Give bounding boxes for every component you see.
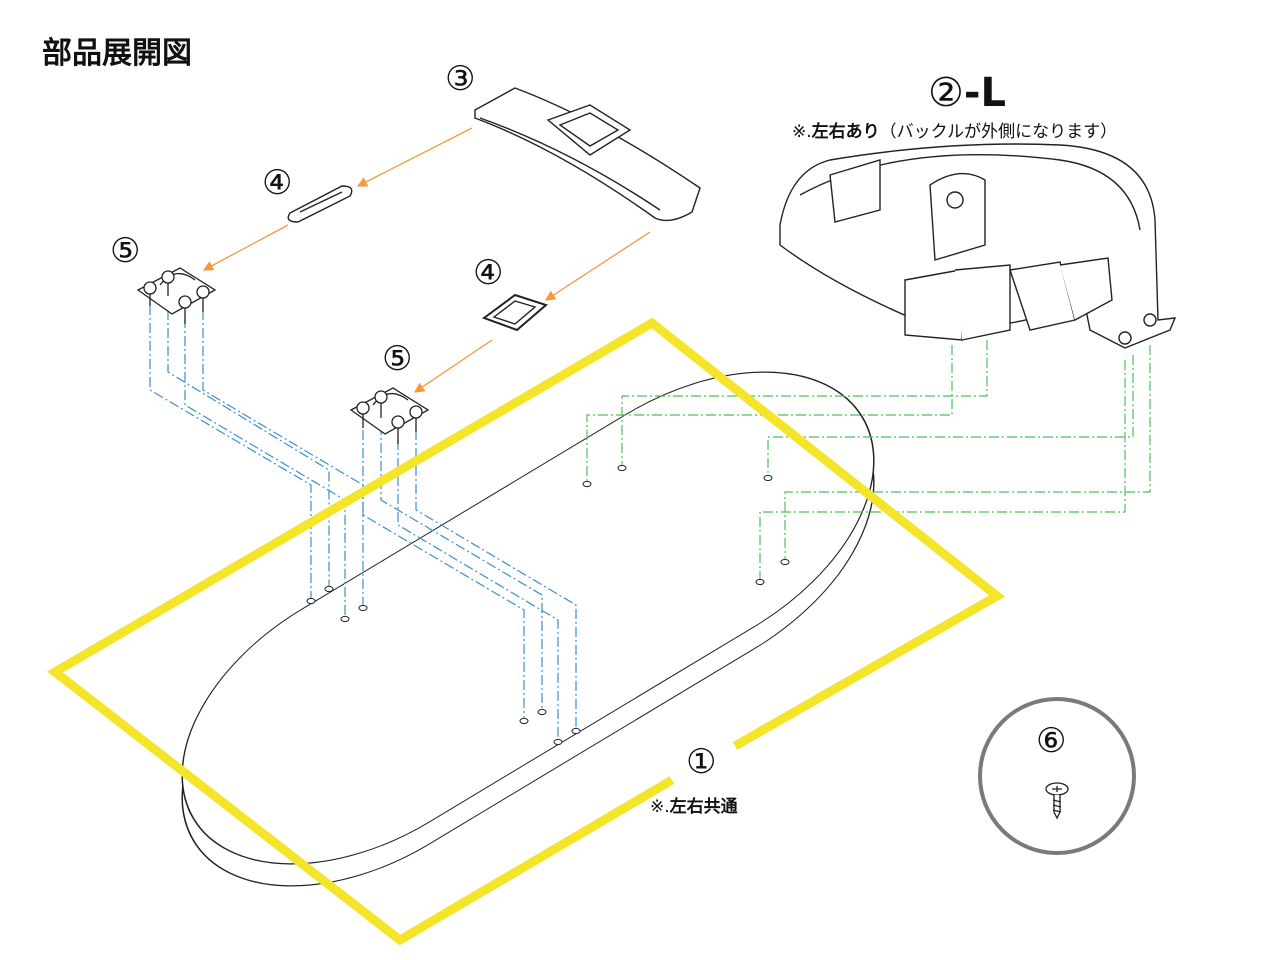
blue-guide-lines <box>149 305 577 739</box>
slider-part <box>287 185 353 223</box>
part-2-note: ※.左右あり（バックルが外側になります） <box>792 122 1118 142</box>
part-2-label: ②-L <box>928 70 1006 116</box>
part-5-label: ⑤ <box>382 339 413 379</box>
part-4-label: ④ <box>473 253 504 293</box>
screw-icon <box>1045 782 1069 820</box>
page-title: 部品展開図 <box>42 36 192 71</box>
highlight-frame <box>46 317 1006 946</box>
bracket-part <box>136 267 217 324</box>
mounting-holes <box>306 464 790 746</box>
screw-detail-circle <box>978 697 1136 855</box>
ring-part <box>481 293 549 332</box>
part-1-note: ※.左右共通 <box>650 797 738 817</box>
part-5-label: ⑤ <box>110 231 141 271</box>
part-1-label: ① <box>686 742 717 782</box>
base-board <box>181 371 875 887</box>
part-4-label: ④ <box>262 163 293 203</box>
part-6-label: ⑥ <box>1036 721 1067 761</box>
part-3-label: ③ <box>445 59 476 99</box>
strap-part <box>474 87 701 222</box>
assembly-arrows <box>202 127 651 393</box>
strap-assembly-part <box>779 143 1177 349</box>
bracket-part <box>349 387 430 444</box>
